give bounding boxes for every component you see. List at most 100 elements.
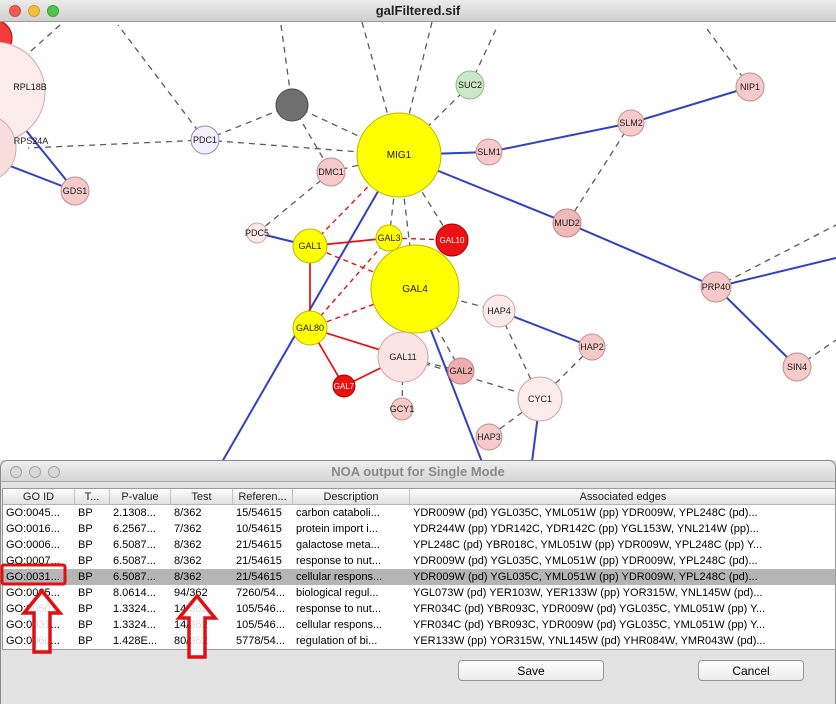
node-hap2[interactable] bbox=[578, 333, 606, 361]
table-cell: 14/362 bbox=[174, 603, 208, 615]
table-cell: carbon cataboli... bbox=[296, 507, 380, 519]
column-header[interactable]: Associated edges bbox=[410, 489, 836, 504]
table-cell: BP bbox=[78, 523, 93, 535]
node-mig1[interactable] bbox=[356, 112, 442, 198]
node-dark1[interactable] bbox=[275, 88, 309, 122]
node-gal1[interactable] bbox=[292, 228, 328, 264]
node-label: GAL11 bbox=[389, 352, 416, 362]
noa-window-title: NOA output for Single Mode bbox=[331, 463, 505, 479]
graph-edge[interactable] bbox=[398, 84, 471, 156]
node-cyc1[interactable] bbox=[517, 376, 563, 422]
graph-edge[interactable] bbox=[27, 139, 206, 149]
graph-edge[interactable] bbox=[715, 286, 798, 368]
table-cell: 21/54615 bbox=[236, 571, 282, 583]
node-label: GAL3 bbox=[377, 233, 400, 243]
column-header[interactable]: Referen... bbox=[233, 489, 293, 504]
node-gal4[interactable] bbox=[370, 244, 460, 334]
table-cell: YFR034C (pd) YBR093C, YDR009W (pd) YGL03… bbox=[413, 603, 766, 615]
node-dmc1[interactable] bbox=[316, 157, 346, 187]
table-cell: GO:0031... bbox=[6, 571, 60, 583]
table-cell: BP bbox=[78, 555, 93, 567]
graph-edge[interactable] bbox=[796, 339, 836, 368]
node-sin4[interactable] bbox=[782, 352, 812, 382]
graph-edge[interactable] bbox=[309, 237, 390, 329]
cancel-button[interactable]: Cancel bbox=[698, 660, 804, 681]
node-gcy1[interactable] bbox=[390, 397, 414, 421]
graph-edge[interactable] bbox=[630, 86, 751, 124]
graph-edge[interactable] bbox=[566, 122, 632, 224]
node-gal10[interactable] bbox=[435, 223, 469, 257]
zoom-icon[interactable] bbox=[48, 466, 60, 478]
graph-edge[interactable] bbox=[715, 257, 836, 288]
noa-window-titlebar[interactable]: NOA output for Single Mode bbox=[1, 461, 835, 482]
close-icon[interactable] bbox=[9, 5, 21, 17]
node-prp40[interactable] bbox=[700, 271, 732, 303]
column-header[interactable]: T... bbox=[75, 489, 110, 504]
column-header[interactable]: P-value bbox=[110, 489, 171, 504]
node-label: HAP4 bbox=[487, 306, 511, 316]
table-cell: cellular respons... bbox=[296, 619, 383, 631]
node-rpl18b[interactable] bbox=[0, 41, 46, 143]
column-header[interactable]: Test bbox=[171, 489, 233, 504]
graph-edge[interactable] bbox=[498, 310, 593, 348]
node-hap4[interactable] bbox=[482, 294, 516, 328]
minimize-icon[interactable] bbox=[28, 5, 40, 17]
node-label: HAP2 bbox=[580, 342, 604, 352]
graph-edge[interactable] bbox=[488, 122, 632, 153]
table-cell: BP bbox=[78, 587, 93, 599]
network-window-title: galFiltered.sif bbox=[375, 3, 461, 18]
node-suc2[interactable] bbox=[455, 70, 485, 100]
node-gal2[interactable] bbox=[447, 357, 475, 385]
graph-edge[interactable] bbox=[256, 171, 332, 234]
node-label: RPS24A bbox=[14, 136, 49, 146]
node-pdc1[interactable] bbox=[190, 125, 220, 155]
save-button[interactable]: Save bbox=[458, 660, 604, 681]
table-cell: 1.3324... bbox=[113, 603, 156, 615]
table-cell: YDR009W (pd) YGL035C, YML051W (pp) YDR00… bbox=[413, 507, 758, 519]
node-pdc5[interactable] bbox=[246, 222, 268, 244]
column-header[interactable]: GO ID bbox=[3, 489, 75, 504]
table-cell: 8.0614... bbox=[113, 587, 156, 599]
graph-edge[interactable] bbox=[291, 104, 400, 156]
table-cell: GO:0060... bbox=[6, 635, 60, 647]
node-label: GAL4 bbox=[402, 284, 428, 295]
node-gds1[interactable] bbox=[60, 176, 90, 206]
node-gal3[interactable] bbox=[375, 224, 403, 252]
node-slm1[interactable] bbox=[475, 138, 503, 166]
graph-edge[interactable] bbox=[566, 222, 717, 288]
node-gal80[interactable] bbox=[292, 310, 328, 346]
node-label: SLM2 bbox=[619, 118, 643, 128]
node-gal7[interactable] bbox=[332, 374, 356, 398]
minimize-icon[interactable] bbox=[29, 466, 41, 478]
table-cell: 15/54615 bbox=[236, 507, 282, 519]
node-rps24a[interactable] bbox=[0, 114, 17, 182]
network-window-titlebar[interactable]: galFiltered.sif bbox=[0, 0, 836, 22]
node-label: PDC5 bbox=[245, 228, 269, 238]
zoom-icon[interactable] bbox=[47, 5, 59, 17]
network-canvas[interactable]: RPL18BRPS24AGDS1PDC1DMC1MIG1SUC2SLM1SLM2… bbox=[0, 22, 836, 460]
graph-edge[interactable] bbox=[715, 224, 836, 288]
close-icon[interactable] bbox=[10, 466, 22, 478]
node-slm2[interactable] bbox=[617, 109, 645, 137]
table-cell: GO:0007... bbox=[6, 555, 60, 567]
column-header[interactable]: Description bbox=[293, 489, 410, 504]
table-cell: 105/546... bbox=[236, 603, 285, 615]
graph-edge[interactable] bbox=[401, 356, 404, 410]
table-cell: 5778/54... bbox=[236, 635, 285, 647]
table-cell: 80/362 bbox=[174, 635, 208, 647]
node-mud2[interactable] bbox=[552, 208, 582, 238]
graph-edge[interactable] bbox=[117, 24, 206, 141]
node-hap3[interactable] bbox=[475, 423, 503, 451]
node-gal11[interactable] bbox=[377, 331, 429, 383]
node-nip1[interactable] bbox=[735, 72, 765, 102]
